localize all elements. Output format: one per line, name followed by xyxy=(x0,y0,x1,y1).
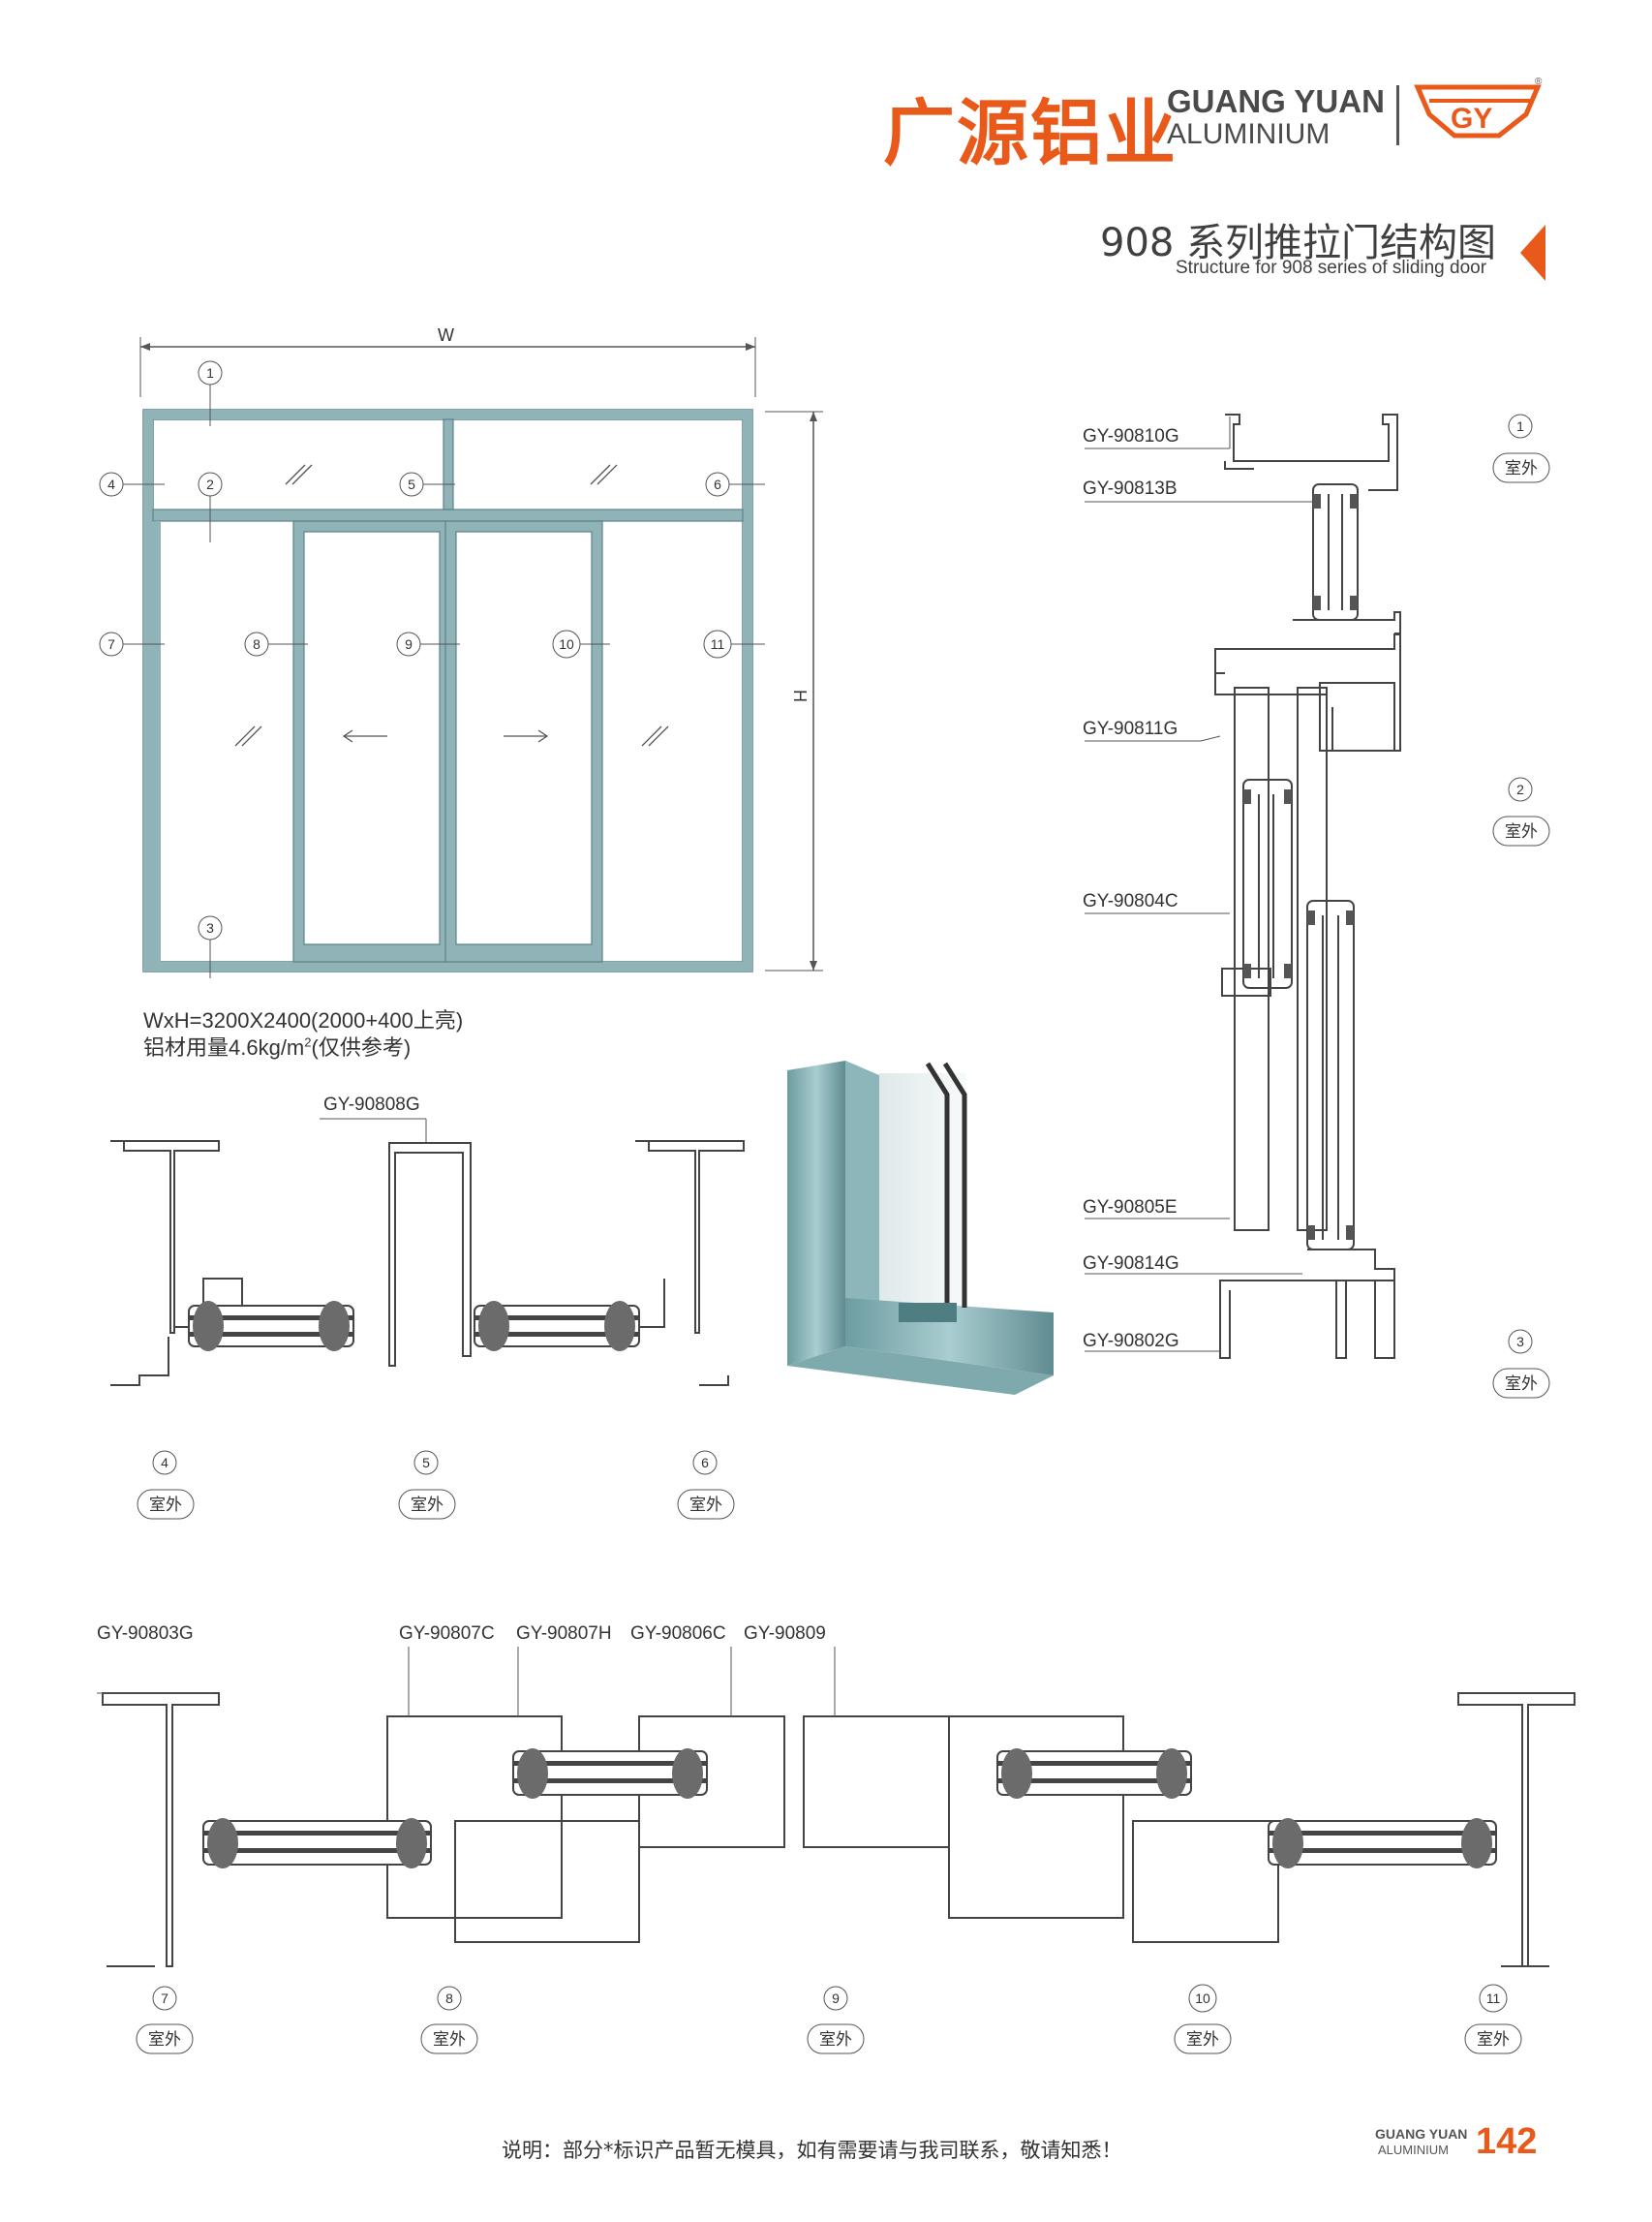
height-label: H xyxy=(790,690,810,702)
top-marker-4: 4 xyxy=(161,1455,168,1470)
part-label-90810g: GY-90810G xyxy=(1083,426,1179,447)
brand-name-en: GUANG YUAN xyxy=(1167,83,1385,119)
marker-1: 1 xyxy=(206,365,214,381)
part-label-90803g: GY-90803G xyxy=(97,1623,194,1644)
top-outdoor-5: 室外 xyxy=(411,1496,444,1514)
vertical-section-drawing: 1 2 3 室外 室外 室外 xyxy=(1085,414,1550,1399)
part-label-90813b: GY-90813B xyxy=(1083,478,1178,499)
part-label-90808g: GY-90808G xyxy=(323,1095,420,1115)
vertical-outdoor-2: 室外 xyxy=(1505,822,1538,841)
spec-usage: 铝材用量4.6kg/m2(仅供参考) xyxy=(143,1034,412,1060)
bottom-section-drawing: 7 8 9 10 11 室外 室外 室外 室外 室外 xyxy=(97,1647,1576,2054)
part-label-90811g: GY-90811G xyxy=(1083,719,1178,739)
marker-10: 10 xyxy=(559,636,574,652)
page-number: 142 xyxy=(1476,2121,1538,2162)
marker-3: 3 xyxy=(206,920,214,936)
marker-5: 5 xyxy=(408,477,415,492)
bottom-marker-11: 11 xyxy=(1486,1991,1501,2006)
vertical-outdoor-3: 室外 xyxy=(1505,1374,1538,1393)
title-accent-icon xyxy=(1520,225,1545,281)
elevation-drawing: W H 1 2 3 xyxy=(99,325,823,978)
part-label-90807h: GY-90807H xyxy=(516,1623,612,1644)
top-outdoor-6: 室外 xyxy=(689,1496,722,1514)
part-label-90802g: GY-90802G xyxy=(1083,1331,1179,1351)
vertical-outdoor-1: 室外 xyxy=(1505,459,1538,478)
marker-9: 9 xyxy=(405,636,413,652)
marker-4: 4 xyxy=(107,477,115,492)
page-subtitle: Structure for 908 series of sliding door xyxy=(1176,258,1487,278)
spec-size: WxH=3200X2400(2000+400上亮) xyxy=(143,1008,464,1033)
brand-logo-text: GY xyxy=(1451,103,1492,135)
brand-name-en-sub: ALUMINIUM xyxy=(1167,118,1331,150)
top-marker-5: 5 xyxy=(422,1455,430,1470)
bottom-marker-8: 8 xyxy=(445,1991,453,2006)
part-label-90805e: GY-90805E xyxy=(1083,1197,1178,1218)
vertical-marker-2: 2 xyxy=(1516,782,1524,797)
marker-6: 6 xyxy=(714,477,721,492)
bottom-outdoor-8: 室外 xyxy=(433,2030,466,2049)
page-title: 908 系列推拉门结构图 xyxy=(1100,221,1497,265)
part-label-90807c: GY-90807C xyxy=(399,1623,495,1644)
marker-2: 2 xyxy=(206,477,214,492)
top-section-drawing: 4 5 6 室外 室外 室外 xyxy=(110,1118,745,1520)
vertical-marker-1: 1 xyxy=(1516,418,1524,434)
part-label-90806c: GY-90806C xyxy=(630,1623,726,1644)
part-label-90804c: GY-90804C xyxy=(1083,891,1178,911)
profile-3d-render xyxy=(787,1061,1054,1395)
top-outdoor-4: 室外 xyxy=(149,1496,182,1514)
bottom-outdoor-11: 室外 xyxy=(1477,2030,1510,2049)
vertical-marker-3: 3 xyxy=(1516,1334,1524,1349)
bottom-outdoor-10: 室外 xyxy=(1186,2030,1219,2049)
bottom-marker-10: 10 xyxy=(1195,1991,1210,2006)
registered-mark: ® xyxy=(1535,77,1543,87)
bottom-outdoor-7: 室外 xyxy=(148,2030,181,2049)
part-label-90809: GY-90809 xyxy=(744,1623,826,1644)
footer-brand: GUANG YUAN xyxy=(1375,2126,1468,2142)
bottom-outdoor-9: 室外 xyxy=(819,2030,852,2049)
brand-divider xyxy=(1396,85,1399,145)
width-label: W xyxy=(438,325,454,345)
marker-11: 11 xyxy=(711,636,725,652)
brand-logo-icon: GY ® xyxy=(1414,77,1543,139)
footer-note: 说明：部分*标识产品暂无模具，如有需要请与我司联系，敬请知悉！ xyxy=(502,2139,1122,2162)
top-marker-6: 6 xyxy=(701,1455,709,1470)
footer-brand-sub: ALUMINIUM xyxy=(1378,2143,1449,2157)
brand-name-cn: 广源铝业 xyxy=(883,92,1178,175)
marker-8: 8 xyxy=(253,636,260,652)
marker-7: 7 xyxy=(107,636,115,652)
bottom-marker-7: 7 xyxy=(161,1991,168,2006)
bottom-marker-9: 9 xyxy=(832,1991,840,2006)
part-label-90814g: GY-90814G xyxy=(1083,1253,1179,1274)
